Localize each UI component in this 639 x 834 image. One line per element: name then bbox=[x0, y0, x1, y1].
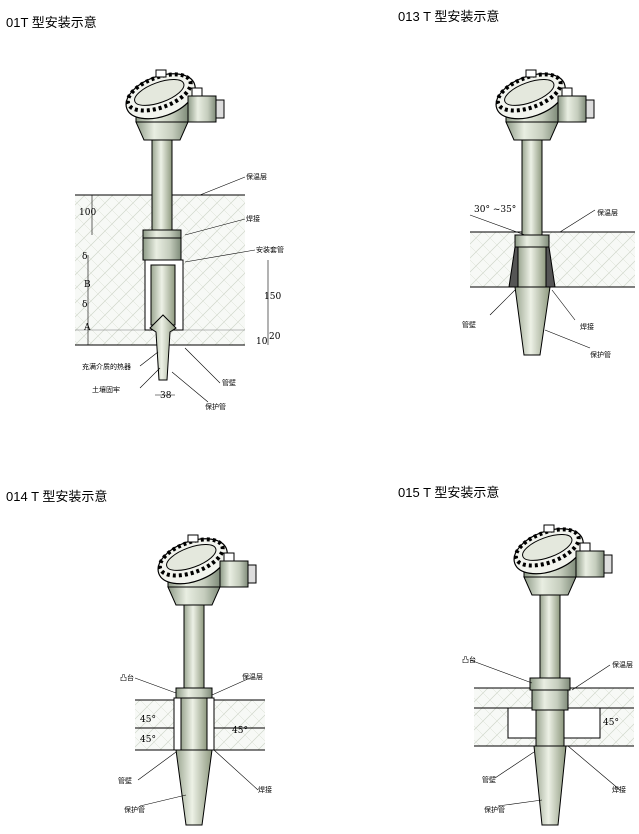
label-weld: 焊接 bbox=[246, 215, 260, 223]
dim-10: 10 bbox=[256, 337, 268, 347]
label-insulation: 保温层 bbox=[597, 209, 618, 217]
dim-delta-2: δ bbox=[82, 300, 88, 310]
label-angle-3: 45° bbox=[140, 735, 156, 745]
panel-013t-title: 013 T 型安装示意 bbox=[398, 9, 500, 24]
panel-013t-drawing bbox=[469, 63, 635, 356]
label-protect-tube: 保护管 bbox=[205, 403, 226, 411]
label-pipe-wall: 管壁 bbox=[118, 777, 132, 785]
dim-delta-1: δ bbox=[82, 252, 88, 262]
label-angle-1: 45° bbox=[140, 715, 156, 725]
panel-01t-drawing bbox=[75, 63, 269, 403]
label-insulation: 保温层 bbox=[246, 173, 267, 181]
label-protect-tube: 保护管 bbox=[484, 806, 505, 814]
label-pipe-wall: 管壁 bbox=[482, 776, 496, 784]
dim-150: 150 bbox=[264, 292, 282, 302]
dim-b: B bbox=[84, 280, 91, 290]
label-weld: 焊接 bbox=[612, 786, 626, 794]
dim-100: 100 bbox=[79, 208, 97, 218]
panel-015t-title: 015 T 型安装示意 bbox=[398, 485, 500, 500]
label-protect-tube: 保护管 bbox=[124, 806, 145, 814]
panel-01t-title: 01T 型安装示意 bbox=[6, 15, 97, 30]
label-pipe-wall: 管壁 bbox=[462, 321, 476, 329]
panel-014t-title: 014 T 型安装示意 bbox=[6, 489, 108, 504]
label-boss: 凸台 bbox=[120, 674, 134, 682]
label-angle: 30° ~35° bbox=[474, 205, 517, 215]
label-angle: 45° bbox=[603, 718, 619, 728]
label-angle-2: 45° bbox=[232, 726, 248, 736]
dim-38: 38 bbox=[160, 391, 172, 401]
label-insulation: 保温层 bbox=[612, 661, 633, 669]
panel-014t-drawing bbox=[134, 528, 265, 826]
dim-20: 20 bbox=[269, 332, 281, 342]
dim-a: A bbox=[84, 323, 91, 333]
label-boss: 凸台 bbox=[462, 656, 476, 664]
label-pipe-wall: 管壁 bbox=[222, 379, 236, 387]
panel-015t-drawing bbox=[469, 518, 634, 826]
label-mount-sleeve: 安装套管 bbox=[256, 246, 284, 254]
label-weld: 焊接 bbox=[580, 323, 594, 331]
label-protect-tube: 保护管 bbox=[590, 351, 611, 359]
label-filler: 充满介质的热器 bbox=[82, 363, 131, 371]
label-insulation: 保温层 bbox=[242, 673, 263, 681]
label-soil: 土壤固牢 bbox=[92, 386, 120, 394]
label-weld: 焊接 bbox=[258, 786, 272, 794]
